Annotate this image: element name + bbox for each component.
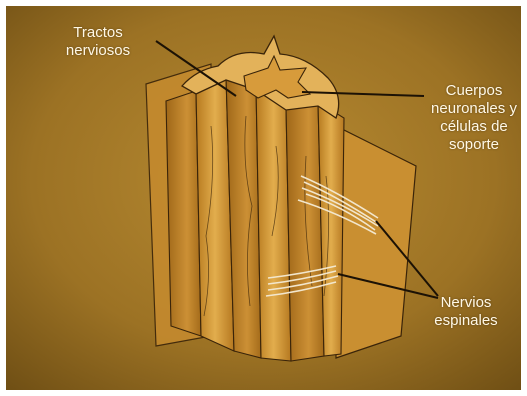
label-cuerpos-neuronales: Cuerpos neuronales y células de soporte: [424, 82, 521, 154]
label-tractos-nerviosos: Tractos nerviosos: [54, 24, 142, 60]
cord-column-1: [166, 91, 201, 336]
illustration-frame: Tractos nerviosos Cuerpos neuronales y c…: [6, 6, 521, 390]
spinal-cord-illustration: [6, 6, 521, 390]
label-nervios-espinales: Nervios espinales: [426, 294, 506, 330]
cord-column-4: [256, 86, 291, 361]
cord-column-5: [286, 102, 324, 361]
